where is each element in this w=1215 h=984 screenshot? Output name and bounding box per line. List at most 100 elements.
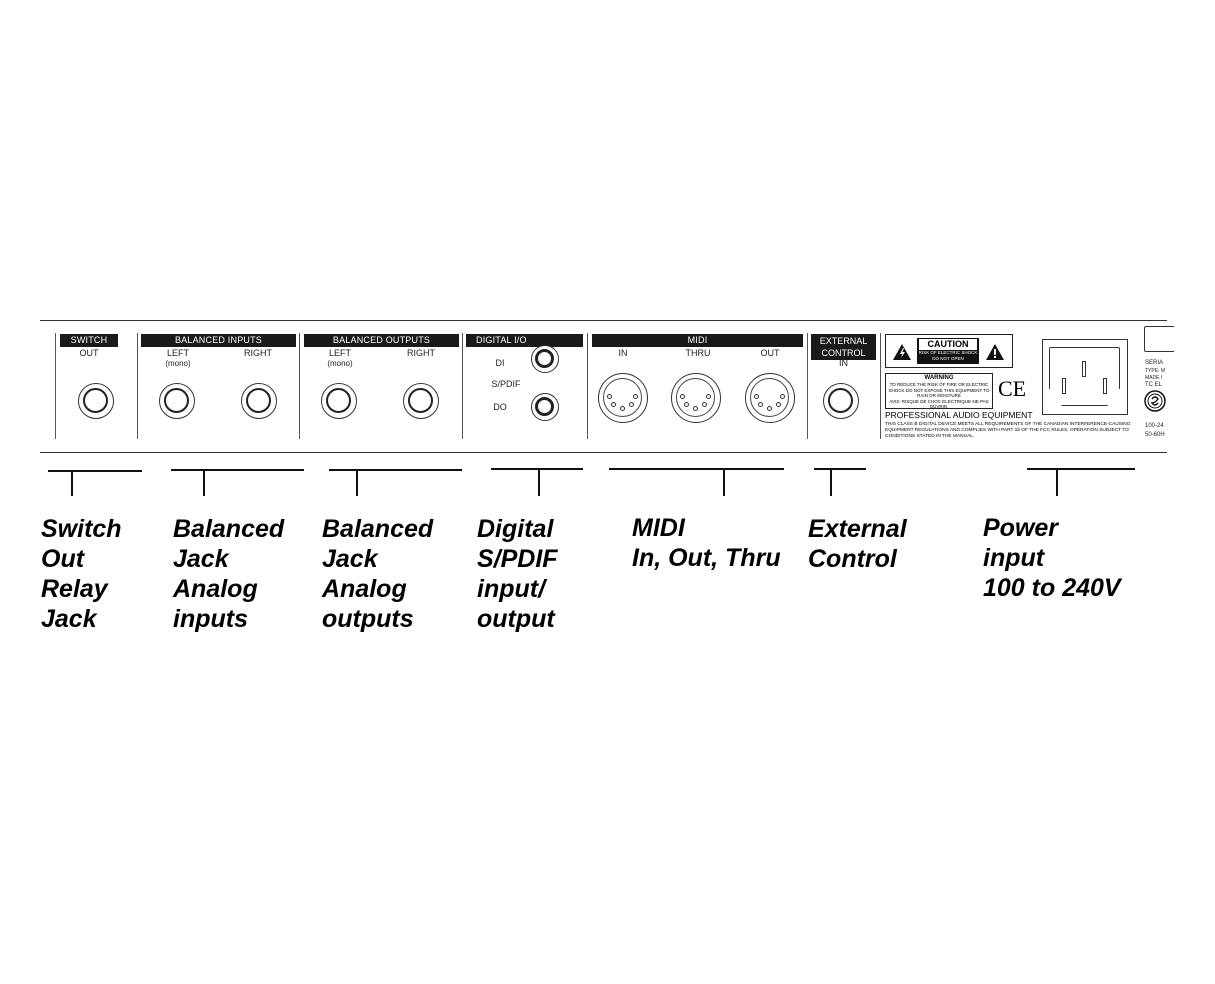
balanced-input-left-sub: (mono) xyxy=(165,359,191,368)
callout-tick-digital xyxy=(538,468,540,496)
midi-thru-label: THRU xyxy=(685,348,711,358)
switch-out-jack[interactable] xyxy=(78,383,114,419)
balanced-output-right-label: RIGHT xyxy=(407,348,435,358)
serial-line3: MADE I xyxy=(1145,375,1163,381)
din-pin xyxy=(758,402,763,407)
rear-panel: SWITCH OUT BALANCED INPUTS LEFT (mono) R… xyxy=(40,320,1174,453)
din-pin xyxy=(776,402,781,407)
external-control-jack[interactable] xyxy=(823,383,859,419)
din-pin xyxy=(702,402,707,407)
power-pin-live xyxy=(1062,378,1066,394)
midi-in-label: IN xyxy=(618,348,628,358)
power-pin-neutral xyxy=(1103,378,1107,394)
serial-line4: TC EL xyxy=(1145,382,1163,388)
fcc-text: THIS CLASS B DIGITAL DEVICE MEETS ALL RE… xyxy=(885,422,1131,439)
divider xyxy=(587,333,588,439)
callout-text-balanced-outputs: Balanced Jack Analog outputs xyxy=(322,515,434,633)
divider xyxy=(462,333,463,439)
serial-line1: SERIA xyxy=(1145,360,1164,366)
din-pin xyxy=(633,394,638,399)
midi-header: MIDI xyxy=(592,334,803,347)
midi-out-label: OUT xyxy=(760,348,780,358)
digital-do-label: DO xyxy=(493,402,507,412)
switch-header: SWITCH xyxy=(60,334,118,347)
callout-tick-balanced-inputs xyxy=(203,469,205,496)
divider xyxy=(299,333,300,439)
balanced-input-left-label: LEFT xyxy=(166,348,189,358)
digital-io-header: DIGITAL I/O xyxy=(466,334,583,347)
divider xyxy=(137,333,138,439)
callout-text-power: Power input 100 to 240V xyxy=(983,514,1121,602)
serial-line5: 100-24 xyxy=(1145,423,1164,429)
callout-line-balanced-inputs xyxy=(171,469,304,471)
power-inlet[interactable] xyxy=(1042,339,1128,415)
din-pin xyxy=(684,402,689,407)
serial-box xyxy=(1144,326,1174,352)
balanced-output-right-jack[interactable] xyxy=(403,383,439,419)
din-pin xyxy=(680,394,685,399)
digital-spdif-label: S/PDIF xyxy=(491,379,521,389)
divider xyxy=(55,333,56,439)
callout-line-midi xyxy=(609,468,784,470)
balanced-input-left-jack[interactable] xyxy=(159,383,195,419)
callout-tick-switch xyxy=(71,470,73,496)
din-pin xyxy=(754,394,759,399)
midi-out-din-jack[interactable] xyxy=(745,373,795,423)
callout-text-balanced-inputs: Balanced Jack Analog inputs xyxy=(173,515,285,633)
caution-label: CAUTION RISK OF ELECTRIC SHOCK DO NOT OP… xyxy=(885,334,1013,368)
callout-line-balanced-outputs xyxy=(329,469,462,471)
callout-text-digital: Digital S/PDIF input/ output xyxy=(477,515,558,633)
midi-thru-din-jack[interactable] xyxy=(671,373,721,423)
callout-line-power xyxy=(1027,468,1135,470)
pro-audio-label: PROFESSIONAL AUDIO EQUIPMENT xyxy=(885,410,1033,420)
caution-sub2: DO NOT OPEN xyxy=(932,356,964,361)
warning-title: WARNING xyxy=(924,375,954,381)
ce-mark: CE xyxy=(998,376,1027,401)
external-control-header-line1: EXTERNAL xyxy=(819,336,868,346)
callout-text-external: External Control xyxy=(808,515,907,573)
din-pin xyxy=(607,394,612,399)
din-pin xyxy=(706,394,711,399)
callout-tick-external xyxy=(830,468,832,496)
caution-title: CAUTION xyxy=(919,339,977,350)
avis-text: AVIS: RISQUE DE CHOC ELECTRIQUE-NE PAS O… xyxy=(889,398,989,410)
divider xyxy=(807,333,808,439)
csa-certification-icon xyxy=(1144,390,1166,412)
balanced-outputs-header: BALANCED OUTPUTS xyxy=(304,334,459,347)
midi-in-din-jack[interactable] xyxy=(598,373,648,423)
exclamation-triangle-icon xyxy=(986,344,1004,360)
din-pin xyxy=(767,406,772,411)
power-pin-earth xyxy=(1082,361,1086,377)
external-control-header: EXTERNAL CONTROL xyxy=(811,334,876,360)
din-pin xyxy=(780,394,785,399)
external-control-in-label: IN xyxy=(839,358,848,368)
divider xyxy=(880,333,881,439)
callout-tick-midi xyxy=(723,468,725,496)
callout-text-switch: Switch Out Relay Jack xyxy=(41,515,122,633)
switch-out-label: OUT xyxy=(79,348,99,358)
balanced-input-right-jack[interactable] xyxy=(241,383,277,419)
digital-in-rca-jack[interactable] xyxy=(531,345,559,373)
balanced-output-left-jack[interactable] xyxy=(321,383,357,419)
callout-line-switch xyxy=(48,470,142,472)
balanced-input-right-label: RIGHT xyxy=(244,348,272,358)
balanced-inputs-header: BALANCED INPUTS xyxy=(141,334,296,347)
balanced-output-left-sub: (mono) xyxy=(327,359,353,368)
digital-out-rca-jack[interactable] xyxy=(531,393,559,421)
callout-tick-power xyxy=(1056,468,1058,496)
din-pin xyxy=(611,402,616,407)
callout-tick-balanced-outputs xyxy=(356,469,358,496)
warning-triangle-icon xyxy=(893,344,911,360)
warning-label: WARNING TO REDUCE THE RISK OF FIRE OR EL… xyxy=(885,373,993,409)
serial-line2: TYPE: M xyxy=(1145,368,1166,374)
caution-box: CAUTION RISK OF ELECTRIC SHOCK DO NOT OP… xyxy=(917,338,979,364)
callout-line-external xyxy=(814,468,866,470)
din-pin xyxy=(620,406,625,411)
digital-di-label: DI xyxy=(495,358,505,368)
balanced-output-left-label: LEFT xyxy=(328,348,351,358)
din-pin xyxy=(629,402,634,407)
external-control-header-line2: CONTROL xyxy=(821,348,866,358)
warning-text: TO REDUCE THE RISK OF FIRE OR ELECTRIC S… xyxy=(888,382,990,398)
power-inlet-socket xyxy=(1049,347,1120,406)
callout-line-digital xyxy=(491,468,583,470)
